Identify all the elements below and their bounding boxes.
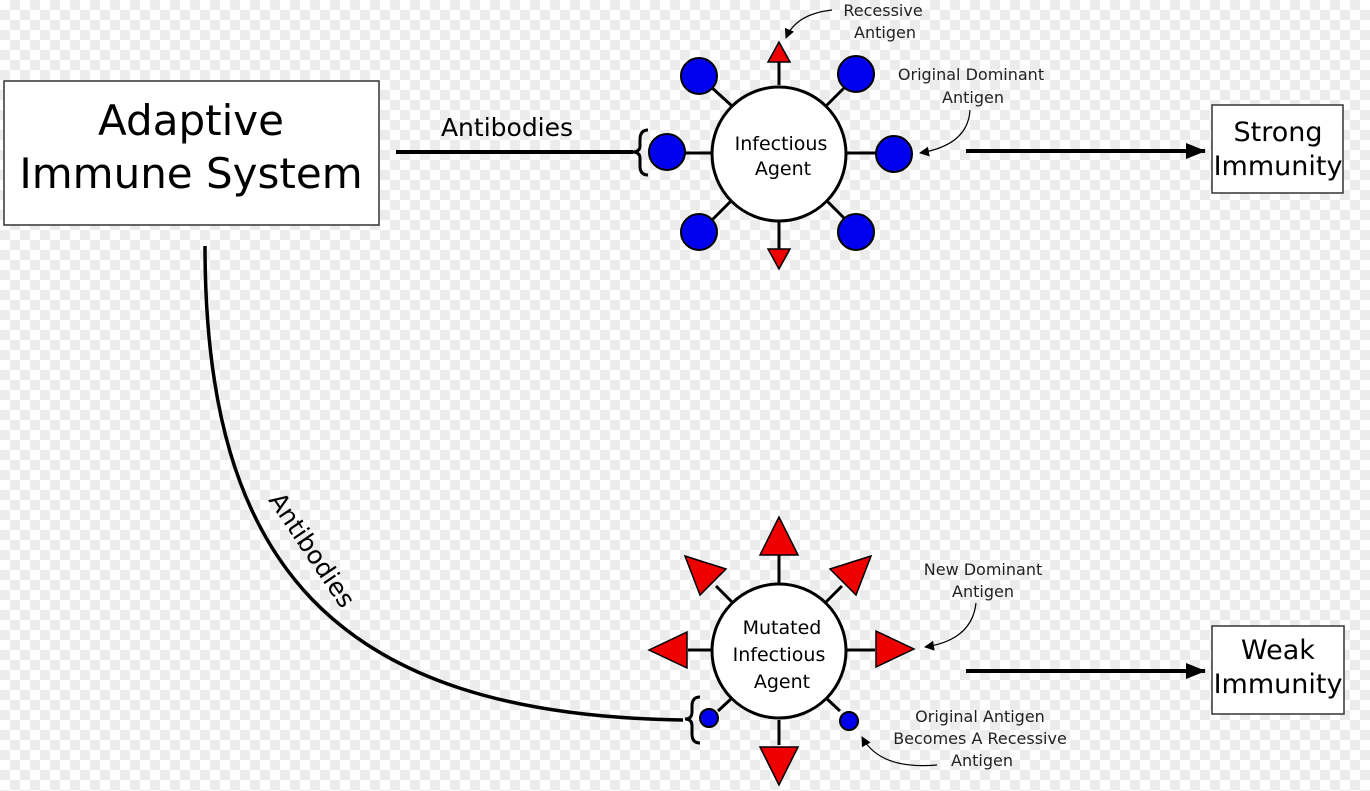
agent-top-line1: Infectious [735,133,828,155]
recessive-original-antigen [839,711,859,731]
curved-antibodies-label: Antibodies [263,487,361,613]
curved-antibodies-edge: Antibodies [203,245,701,745]
original-becomes-line3: Antigen [951,751,1013,770]
dominant-antigen [875,135,913,173]
mutated-infectious-agent: Mutated Infectious Agent [647,515,916,787]
dominant-antigen [648,133,686,171]
top-antibodies-label: Antibodies [441,113,573,142]
new-dominant-line1: New Dominant [924,560,1042,579]
recessive-antigen [766,40,792,63]
infectious-agent: Infectious Agent [648,40,913,271]
new-dominant-antigen [875,629,916,669]
new-dominant-line2: Antigen [952,582,1014,601]
strong-line2: Immunity [1214,151,1343,182]
mutated-agent-body [710,582,848,720]
new-dominant-antigen [683,554,728,597]
original-dominant-line2: Antigen [942,88,1004,107]
recessive-antigen-note: Recessive Antigen [784,1,923,42]
weak-line2: Immunity [1214,669,1343,700]
adaptive-immune-system-box: Adaptive Immune System [3,80,380,226]
agent-bottom-line2: Infectious [733,644,826,666]
dominant-antigen [680,213,718,251]
original-dominant-line1: Original Dominant [898,65,1044,84]
recessive-original-antigen [699,708,719,728]
adaptive-box-line2: Immune System [19,149,362,198]
adaptive-box-line1: Adaptive [98,96,284,145]
agent-bottom-line1: Mutated [743,617,822,639]
recessive-note-line2: Antigen [854,23,916,42]
new-dominant-antigen [758,515,800,556]
dominant-antigen [680,57,718,95]
agent-top-line2: Agent [755,158,811,180]
original-becomes-line2: Becomes A Recessive [893,729,1067,748]
dominant-antigen [837,55,875,93]
original-becomes-line1: Original Antigen [915,707,1045,726]
new-dominant-antigen [647,630,688,670]
top-antibodies-edge: Antibodies [396,113,649,177]
top-brace [631,128,649,177]
strong-line1: Strong [1233,117,1322,148]
original-becomes-recessive-note: Original Antigen Becomes A Recessive Ant… [861,707,1067,770]
strong-immunity-box: Strong Immunity [1211,104,1344,194]
bottom-brace [684,695,701,745]
weak-immunity-box: Weak Immunity [1211,625,1345,715]
original-dominant-note: Original Dominant Antigen [898,65,1044,157]
weak-line1: Weak [1241,635,1315,666]
recessive-antigen [766,248,792,271]
recessive-note-line1: Recessive [843,1,922,20]
agent-bottom-line3: Agent [754,671,810,693]
dominant-antigen [837,213,875,251]
infectious-agent-body [710,85,848,223]
new-dominant-note: New Dominant Antigen [924,560,1042,651]
new-dominant-antigen [828,554,873,597]
new-dominant-antigen [758,746,800,787]
